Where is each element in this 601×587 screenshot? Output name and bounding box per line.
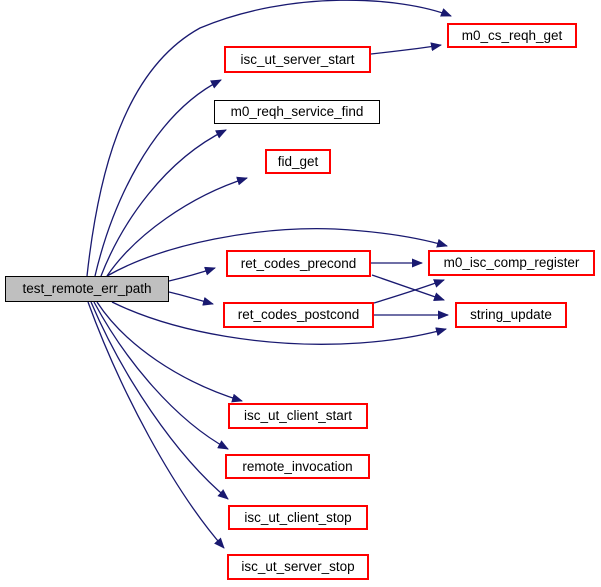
node-label: string_update [470, 307, 552, 323]
node-isc_ut_client_start[interactable]: isc_ut_client_start [228, 403, 368, 429]
edge-test_remote_err_path-remote_invocation [93, 301, 229, 450]
node-isc_ut_client_stop[interactable]: isc_ut_client_stop [228, 505, 368, 530]
node-string_update[interactable]: string_update [455, 302, 567, 328]
node-m0_isc_comp_register[interactable]: m0_isc_comp_register [428, 250, 595, 276]
node-label: m0_reqh_service_find [230, 104, 364, 120]
edge-test_remote_err_path-m0_isc_comp_register [106, 228, 448, 277]
node-label: test_remote_err_path [22, 281, 152, 297]
node-ret_codes_precond[interactable]: ret_codes_precond [226, 250, 371, 277]
node-isc_ut_server_start[interactable]: isc_ut_server_start [224, 46, 371, 73]
node-label: isc_ut_server_start [240, 51, 355, 67]
edge-test_remote_err_path-ret_codes_postcond [168, 291, 214, 306]
edge-test_remote_err_path-isc_ut_server_stop [87, 301, 225, 549]
node-remote_invocation[interactable]: remote_invocation [225, 454, 370, 479]
edge-test_remote_err_path-fid_get [106, 176, 248, 277]
node-label: remote_invocation [242, 458, 353, 474]
edge-ret_codes_precond-string_update [371, 274, 445, 301]
edge-test_remote_err_path-isc_ut_client_start [96, 301, 243, 403]
edge-test_remote_err_path-m0_cs_reqh_get [86, 0, 452, 277]
node-label: m0_isc_comp_register [443, 255, 580, 271]
node-label: m0_cs_reqh_get [461, 27, 563, 43]
node-label: fid_get [277, 153, 319, 169]
node-fid_get[interactable]: fid_get [265, 149, 331, 174]
node-m0_cs_reqh_get[interactable]: m0_cs_reqh_get [447, 23, 577, 48]
node-label: isc_ut_server_stop [241, 559, 355, 575]
edge-test_remote_err_path-isc_ut_server_start [94, 79, 222, 277]
node-isc_ut_server_stop[interactable]: isc_ut_server_stop [227, 554, 369, 580]
edge-ret_codes_postcond-m0_isc_comp_register [373, 279, 445, 304]
node-m0_reqh_service_find[interactable]: m0_reqh_service_find [214, 100, 380, 124]
edge-test_remote_err_path-string_update [111, 301, 447, 345]
node-label: isc_ut_client_stop [244, 509, 352, 525]
node-test_remote_err_path: test_remote_err_path [5, 276, 169, 302]
node-ret_codes_postcond[interactable]: ret_codes_postcond [223, 302, 374, 328]
edge-test_remote_err_path-isc_ut_client_stop [90, 301, 229, 500]
node-label: isc_ut_client_start [243, 408, 353, 424]
node-label: ret_codes_precond [240, 255, 357, 271]
node-label: ret_codes_postcond [237, 307, 360, 323]
edge-test_remote_err_path-m0_reqh_service_find [100, 129, 227, 277]
edge-isc_ut_server_start-m0_cs_reqh_get [370, 42, 442, 55]
edge-test_remote_err_path-ret_codes_precond [168, 266, 216, 282]
